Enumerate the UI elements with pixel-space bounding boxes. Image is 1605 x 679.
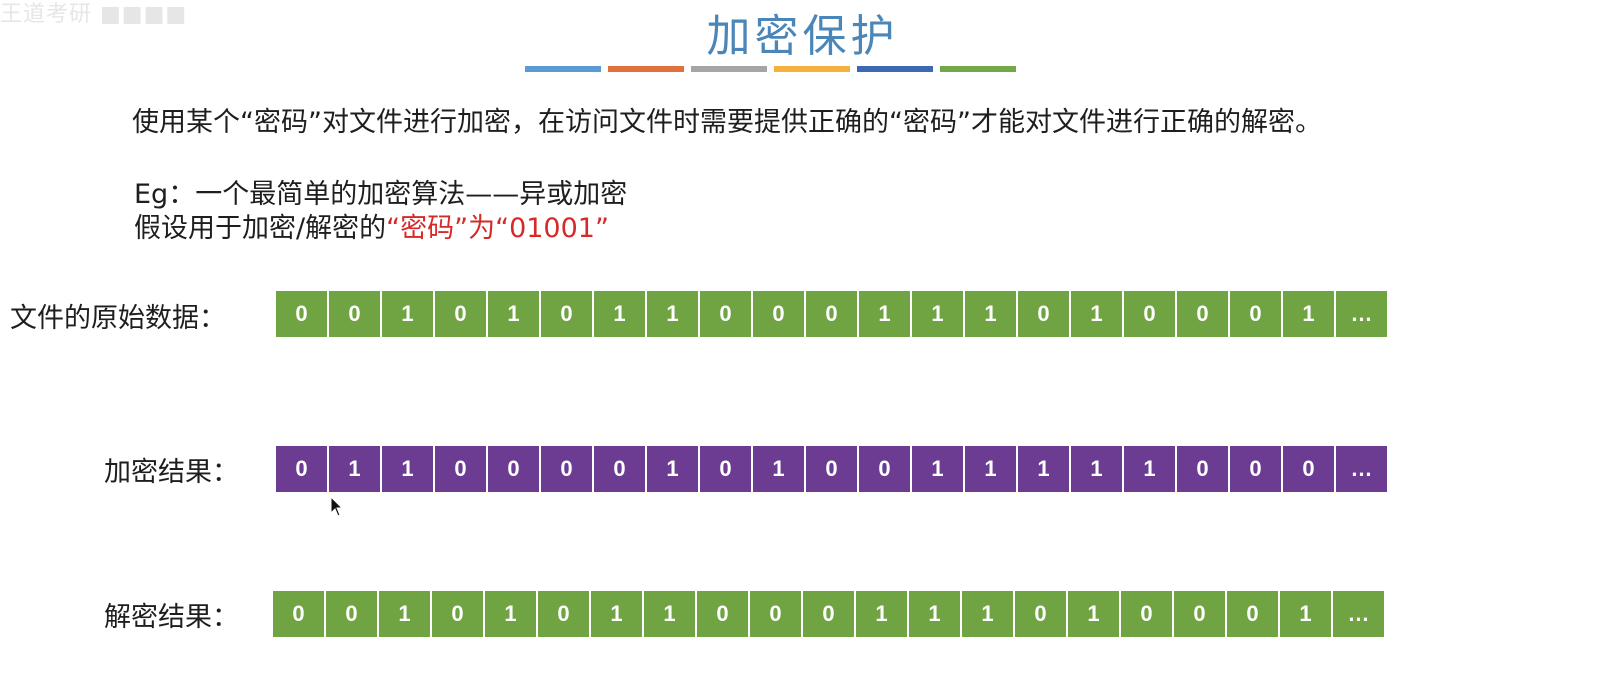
- bit-cell: 0: [750, 591, 801, 637]
- bit-cell: 1: [488, 291, 539, 337]
- bit-cell: 1: [1018, 446, 1069, 492]
- bit-cell: 1: [647, 291, 698, 337]
- color-bar: [940, 66, 1016, 72]
- bit-cell: 1: [644, 591, 695, 637]
- description-text: 使用某个“密码”对文件进行加密，在访问文件时需要提供正确的“密码”才能对文件进行…: [132, 107, 1322, 138]
- bit-cell: 0: [435, 446, 486, 492]
- bit-cell: 0: [329, 291, 380, 337]
- bit-cell: 0: [432, 591, 483, 637]
- bit-cell: 1: [753, 446, 804, 492]
- bit-cell: 1: [912, 446, 963, 492]
- bit-cell: 1: [329, 446, 380, 492]
- bit-cell: 0: [803, 591, 854, 637]
- bit-cell: 0: [1124, 291, 1175, 337]
- example-line-2: 假设用于加密/解密的“密码”为“01001”: [134, 212, 627, 246]
- slide-title: 加密保护: [706, 11, 899, 62]
- color-bar: [857, 66, 933, 72]
- encrypted-result-label: 加密结果：: [104, 457, 239, 488]
- bit-cell: 1: [912, 291, 963, 337]
- bit-cell: 1: [856, 591, 907, 637]
- bit-cell: 0: [700, 446, 751, 492]
- decrypted-result-label: 解密结果：: [104, 602, 239, 633]
- bit-cell: 1: [485, 591, 536, 637]
- bit-cell: 0: [594, 446, 645, 492]
- bit-cell: 1: [1071, 446, 1122, 492]
- bit-cell: 0: [541, 291, 592, 337]
- bit-cell: 1: [379, 591, 430, 637]
- password-highlight: “密码”为“01001”: [386, 213, 609, 244]
- bit-cell: 0: [435, 291, 486, 337]
- bit-cell: 0: [806, 291, 857, 337]
- bit-cell: 1: [909, 591, 960, 637]
- bit-cell: 1: [1071, 291, 1122, 337]
- bit-cell: 0: [1174, 591, 1225, 637]
- bit-cell: 1: [647, 446, 698, 492]
- bit-cell: 1: [1283, 291, 1334, 337]
- bit-cell: 1: [965, 291, 1016, 337]
- original-data-label: 文件的原始数据：: [10, 303, 226, 334]
- bit-cell: 0: [697, 591, 748, 637]
- bit-cell: 1: [591, 591, 642, 637]
- mouse-cursor-icon: [330, 496, 344, 517]
- bit-cell: 0: [326, 591, 377, 637]
- color-bar: [691, 66, 767, 72]
- bit-cell: 0: [1177, 446, 1228, 492]
- bit-cell: 0: [1015, 591, 1066, 637]
- example-line-2-prefix: 假设用于加密/解密的: [134, 213, 387, 244]
- watermark-text: 王道考研 ■■■■: [0, 2, 188, 27]
- bit-cell: 0: [1230, 446, 1281, 492]
- bit-cell: 1: [382, 291, 433, 337]
- bit-cell: 0: [753, 291, 804, 337]
- bit-cell: 1: [859, 291, 910, 337]
- bit-cell: 0: [1227, 591, 1278, 637]
- bit-cell: …: [1333, 591, 1384, 637]
- bit-cell: 1: [965, 446, 1016, 492]
- bit-cell: …: [1336, 291, 1387, 337]
- bit-cell: 1: [382, 446, 433, 492]
- bit-cell: 1: [1280, 591, 1331, 637]
- bit-cell: 0: [1018, 291, 1069, 337]
- bit-cell: 1: [594, 291, 645, 337]
- bit-cell: 0: [541, 446, 592, 492]
- bit-cell: 0: [806, 446, 857, 492]
- bit-cell: …: [1336, 446, 1387, 492]
- bit-cell: 0: [276, 291, 327, 337]
- bit-cell: 1: [1068, 591, 1119, 637]
- bit-cell: 0: [273, 591, 324, 637]
- bit-cell: 0: [1121, 591, 1172, 637]
- bit-cell: 0: [1177, 291, 1228, 337]
- bit-cell: 0: [700, 291, 751, 337]
- example-block: Eg：一个最简单的加密算法——异或加密 假设用于加密/解密的“密码”为“0100…: [134, 178, 627, 246]
- bit-cell: 1: [1124, 446, 1175, 492]
- bit-cell: 1: [962, 591, 1013, 637]
- bit-cell: 0: [488, 446, 539, 492]
- bit-cell: 0: [538, 591, 589, 637]
- example-line-1: Eg：一个最简单的加密算法——异或加密: [134, 179, 628, 210]
- color-bar: [774, 66, 850, 72]
- color-bar: [525, 66, 601, 72]
- bit-cell: 0: [276, 446, 327, 492]
- bit-cell: 0: [859, 446, 910, 492]
- bit-cell: 0: [1283, 446, 1334, 492]
- bit-cell: 0: [1230, 291, 1281, 337]
- color-bar: [608, 66, 684, 72]
